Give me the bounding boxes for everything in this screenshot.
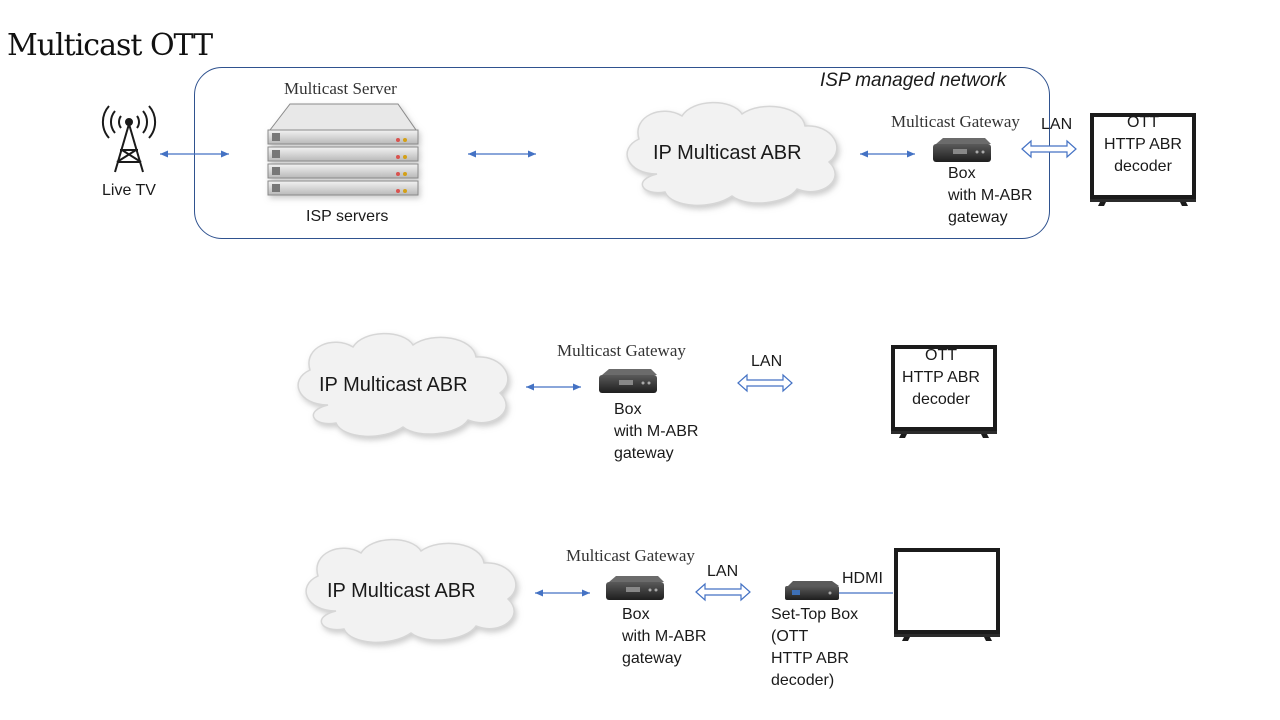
- gateway-box-icon: [599, 369, 657, 393]
- gateway-box-icon: [606, 576, 664, 600]
- lan-label: LAN: [1041, 116, 1073, 133]
- antenna-icon: [101, 105, 157, 173]
- gateway-caption: Multicast Gateway: [891, 112, 1020, 131]
- gateway-box-label: Box with M-ABR gateway: [622, 606, 707, 667]
- multicast-server-caption: Multicast Server: [284, 79, 397, 98]
- cloud-label: IP Multicast ABR: [653, 142, 802, 164]
- lan-block-arrow: [737, 373, 793, 393]
- page-title: Multicast OTT: [7, 28, 213, 63]
- set-top-box-icon: [785, 581, 839, 600]
- gateway-box-label: Box with M-ABR gateway: [614, 401, 699, 462]
- tv-label: OTT HTTP ABR decoder: [902, 347, 980, 408]
- gateway-box-label: Box with M-ABR gateway: [948, 165, 1033, 226]
- hdmi-label: HDMI: [842, 570, 883, 587]
- cloud-label: IP Multicast ABR: [319, 374, 468, 396]
- gateway-caption: Multicast Gateway: [557, 341, 686, 360]
- gateway-box-icon: [933, 138, 991, 162]
- isp-network-label: ISP managed network: [820, 70, 1007, 91]
- lan-block-arrow: [695, 582, 751, 602]
- lan-label: LAN: [707, 563, 739, 580]
- tv-icon: [894, 548, 1000, 641]
- isp-servers-label: ISP servers: [306, 208, 389, 225]
- set-top-box-label: Set-Top Box (OTT HTTP ABR decoder): [771, 606, 859, 689]
- lan-block-arrow: [1021, 139, 1077, 159]
- gateway-caption: Multicast Gateway: [566, 546, 695, 565]
- server-stack-icon: [267, 103, 419, 196]
- lan-label: LAN: [751, 353, 783, 370]
- live-tv-label: Live TV: [102, 182, 156, 199]
- tv-label: OTT HTTP ABR decoder: [1104, 114, 1182, 175]
- cloud-label: IP Multicast ABR: [327, 580, 476, 602]
